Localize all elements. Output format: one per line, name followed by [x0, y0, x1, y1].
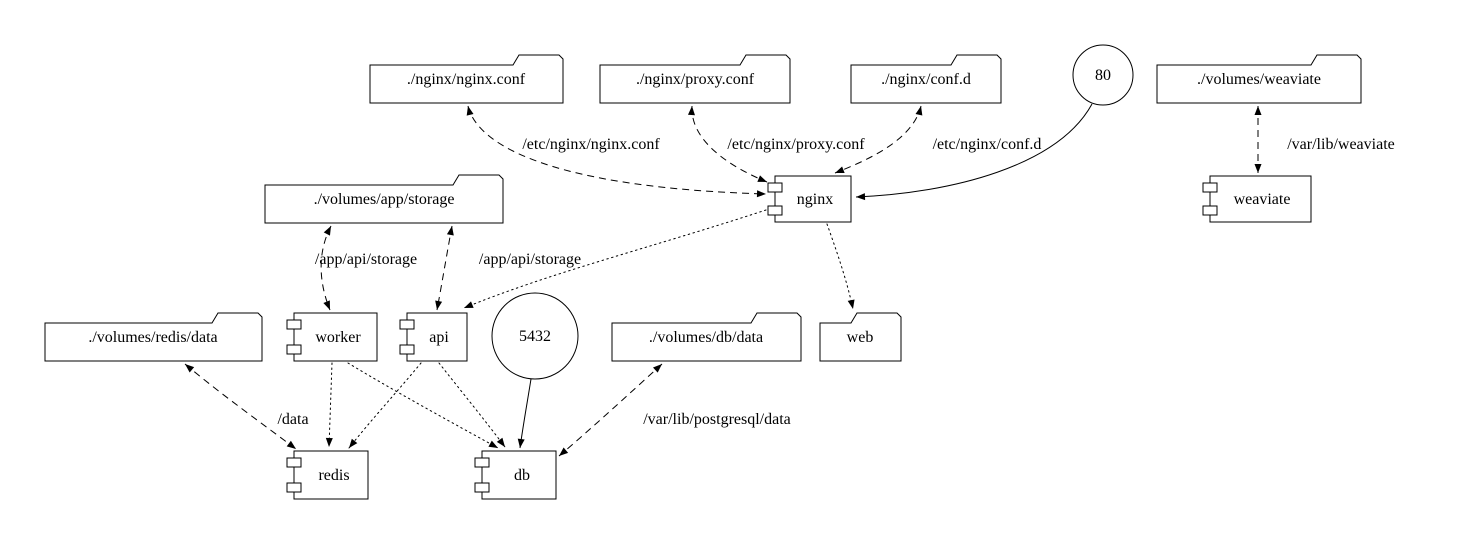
component-tab-icon: [1202, 205, 1218, 216]
edge-proxyconf-to-nginx: [687, 105, 768, 183]
node-db-data-volume: ./volumes/db/data: [611, 312, 802, 362]
node-label: ./volumes/redis/data: [88, 329, 217, 346]
component-body: [481, 450, 557, 500]
folder-icon: [850, 54, 1002, 104]
component-body: [406, 312, 468, 362]
edge-label-weaviate-mount: /var/lib/weaviate: [1287, 136, 1395, 153]
port-circle-icon: [1072, 44, 1134, 106]
edge-confd-to-nginx: [834, 105, 923, 174]
component-tab-icon: [399, 319, 415, 330]
folder-icon: [264, 174, 504, 224]
component-body: [774, 175, 852, 223]
edges-layer: [184, 103, 1262, 457]
node-label: db: [514, 467, 530, 484]
edge-appstorage-to-api: [435, 225, 454, 311]
component-tab-icon: [286, 482, 302, 493]
edge-label-conf-d-mount: /etc/nginx/conf.d: [933, 136, 1042, 153]
component-tab-icon: [286, 457, 302, 468]
edge-api-to-redis: [348, 362, 422, 449]
nodes-layer: ./nginx/nginx.conf ./nginx/proxy.conf ./…: [44, 44, 1362, 500]
component-tab-icon: [1202, 182, 1218, 193]
node-weaviate-service: weaviate: [1202, 175, 1312, 223]
node-label: redis: [318, 467, 349, 484]
node-label: ./volumes/app/storage: [314, 191, 455, 208]
edge-nginx-to-web: [826, 223, 855, 310]
edge-label-db-mount: /var/lib/postgresql/data: [643, 411, 791, 428]
component-tab-icon: [474, 482, 490, 493]
folder-icon: [1156, 54, 1362, 104]
node-label: ./nginx/conf.d: [881, 71, 971, 88]
edge-port5432-to-db: [517, 378, 532, 449]
edge-worker-to-db: [347, 362, 499, 449]
node-redis-data-volume: ./volumes/redis/data: [44, 312, 263, 362]
component-body: [293, 450, 369, 500]
component-body: [293, 312, 378, 362]
node-nginx-conf-volume: ./nginx/nginx.conf: [369, 54, 564, 104]
node-label: worker: [315, 329, 361, 346]
node-label: nginx: [797, 191, 833, 208]
port-circle-icon: [491, 292, 579, 380]
node-conf-d-volume: ./nginx/conf.d: [850, 54, 1002, 104]
edge-label-api-storage-mount: /app/api/storage: [479, 251, 581, 268]
node-worker-service: worker: [286, 312, 378, 362]
node-label: ./nginx/nginx.conf: [407, 71, 526, 88]
node-label: 5432: [519, 328, 551, 345]
edge-label-worker-storage-mount: /app/api/storage: [315, 251, 417, 268]
folder-icon: [369, 54, 564, 104]
edge-label-nginx-conf-mount: /etc/nginx/nginx.conf: [522, 136, 660, 153]
component-tab-icon: [767, 205, 783, 216]
edge-appstorage-to-worker: [320, 225, 332, 311]
edge-nginx-to-api: [463, 209, 767, 309]
component-tab-icon: [399, 344, 415, 355]
node-redis-service: redis: [286, 450, 369, 500]
folder-icon: [611, 312, 802, 362]
node-label: ./nginx/proxy.conf: [636, 71, 755, 88]
node-port-5432: 5432: [491, 292, 579, 380]
node-label: ./volumes/db/data: [649, 329, 763, 346]
edge-port80-to-nginx: [855, 103, 1093, 201]
edge-label-redis-mount: /data: [277, 411, 308, 428]
node-label: ./volumes/weaviate: [1197, 71, 1321, 88]
folder-icon: [599, 54, 791, 104]
folder-icon: [819, 312, 902, 362]
edge-api-to-db: [438, 362, 506, 448]
node-label: web: [847, 329, 874, 346]
node-proxy-conf-volume: ./nginx/proxy.conf: [599, 54, 791, 104]
node-app-storage-volume: ./volumes/app/storage: [264, 174, 504, 224]
node-label: api: [429, 329, 449, 346]
edge-worker-to-redis: [325, 362, 333, 448]
component-tab-icon: [474, 457, 490, 468]
component-tab-icon: [286, 344, 302, 355]
node-label: 80: [1095, 67, 1111, 84]
edge-redisdata-to-redis: [184, 363, 297, 450]
edge-label-proxy-conf-mount: /etc/nginx/proxy.conf: [727, 136, 865, 153]
folder-icon: [44, 312, 263, 362]
component-tab-icon: [767, 182, 783, 193]
node-weaviate-volume: ./volumes/weaviate: [1156, 54, 1362, 104]
edge-nginxconf-to-nginx: [466, 105, 767, 198]
edge-dbdata-to-db: [558, 363, 663, 457]
node-port-80: 80: [1072, 44, 1134, 106]
node-nginx-service: nginx: [767, 175, 852, 223]
node-db-service: db: [474, 450, 557, 500]
node-api-service: api: [399, 312, 468, 362]
node-web-volume: web: [819, 312, 902, 362]
component-body: [1209, 175, 1312, 223]
component-tab-icon: [286, 319, 302, 330]
node-label: weaviate: [1234, 191, 1291, 208]
edge-labels-layer: /etc/nginx/nginx.conf /etc/nginx/proxy.c…: [277, 136, 1394, 428]
